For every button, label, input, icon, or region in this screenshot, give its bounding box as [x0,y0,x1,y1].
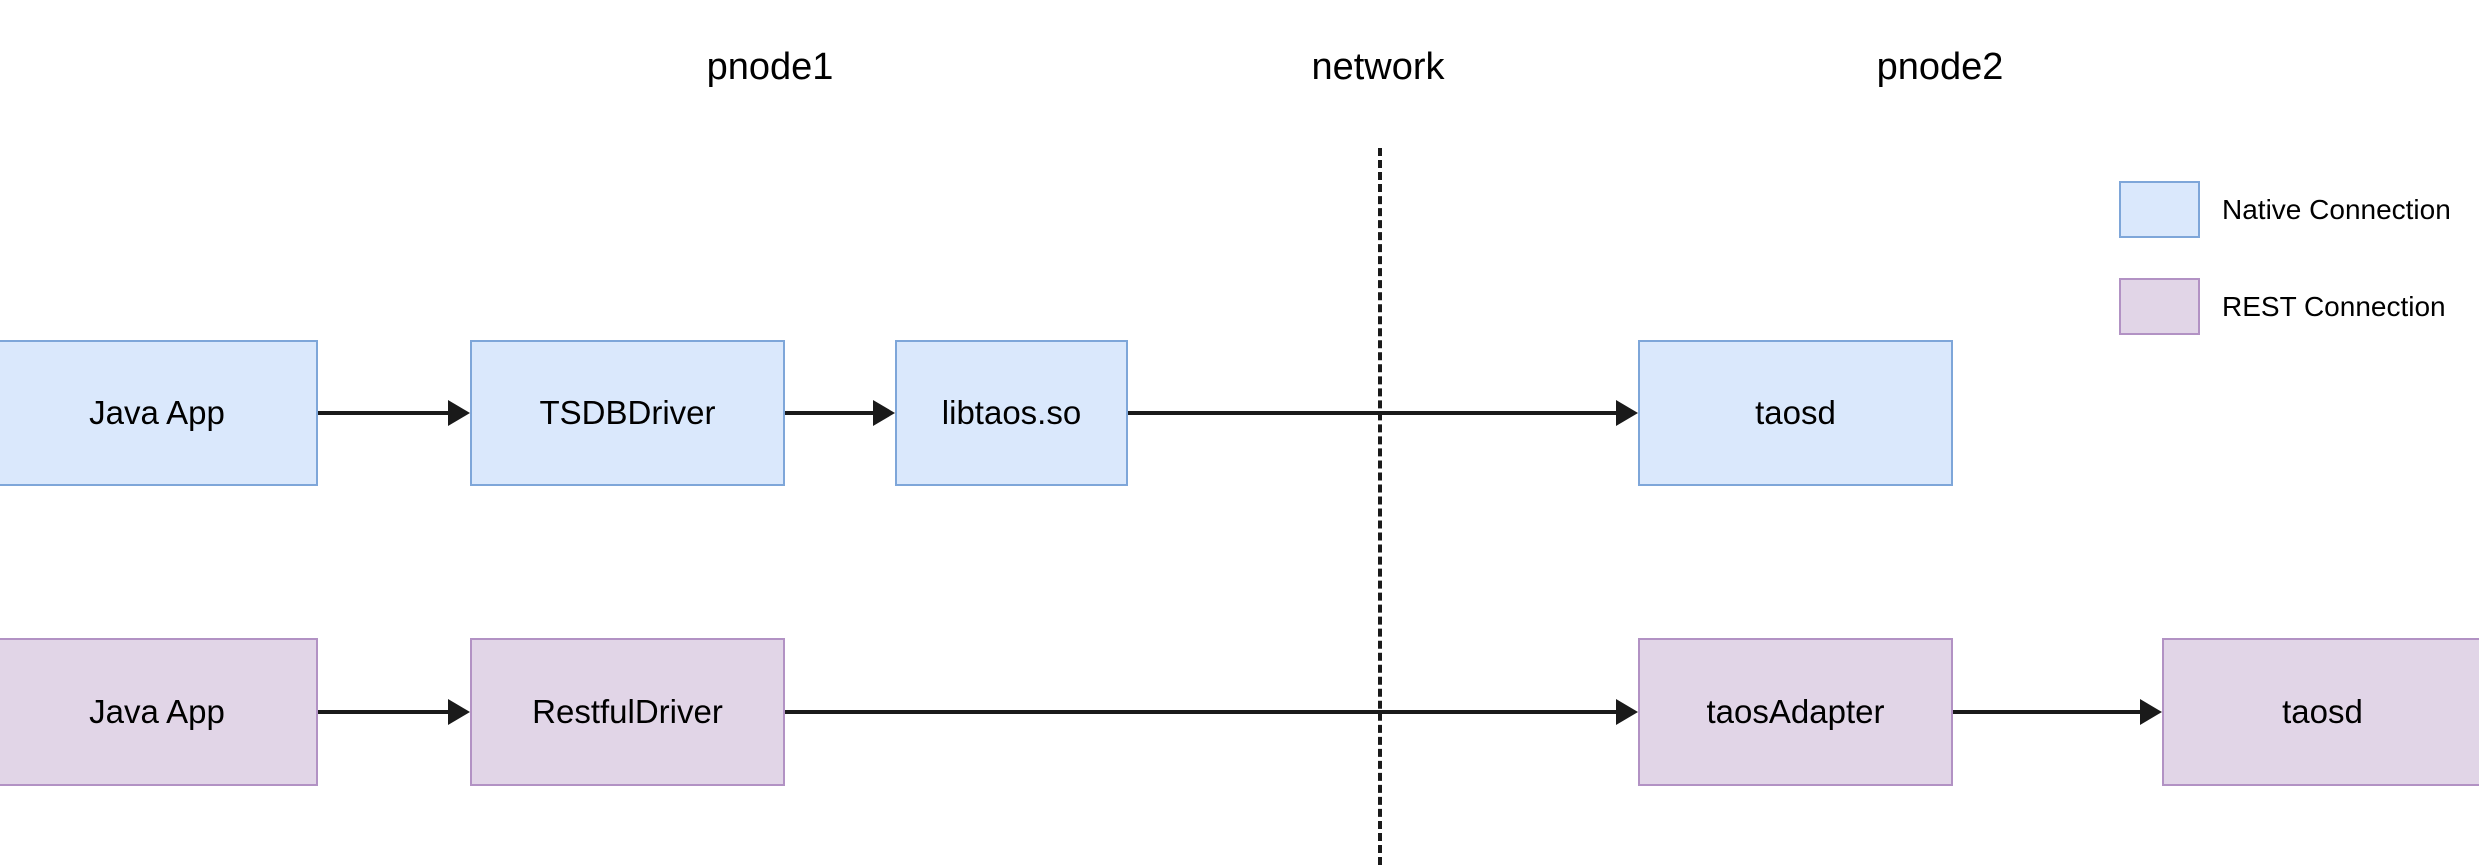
node-label-taosd-native: taosd [1755,394,1836,431]
adapter-to-taosd-arrowhead [2140,699,2162,725]
java-app-to-restful-driver-arrowhead [448,699,470,725]
legend-swatch-rest [2119,278,2200,335]
node-label-libtaos-so: libtaos.so [941,394,1082,431]
libtaos-to-taosd [1128,411,1620,415]
restful-driver-to-adapter [785,710,1620,714]
zone-label-pnode1: pnode1 [706,46,834,88]
node-label-taosd-rest: taosd [2282,693,2363,730]
legend-swatch-native [2119,181,2200,238]
node-label-taos-adapter: taosAdapter [1706,693,1885,730]
node-label-java-app-native: Java App [89,394,225,431]
node-box-java-app-native[interactable]: Java App [0,340,318,486]
node-label-java-app-rest: Java App [89,693,225,730]
zone-label-pnode2: pnode2 [1876,46,2004,88]
node-box-restful-driver[interactable]: RestfulDriver [470,638,785,786]
libtaos-to-taosd-arrowhead [1616,400,1638,426]
node-box-tsdb-driver[interactable]: TSDBDriver [470,340,785,486]
node-box-taosd-rest[interactable]: taosd [2162,638,2479,786]
node-box-libtaos-so[interactable]: libtaos.so [895,340,1128,486]
node-box-taos-adapter[interactable]: taosAdapter [1638,638,1953,786]
java-app-to-restful-driver [318,710,452,714]
java-app-to-tsdb-driver [318,411,452,415]
legend-label-native: Native Connection [2222,194,2451,225]
tsdb-driver-to-libtaos-arrowhead [873,400,895,426]
node-label-restful-driver: RestfulDriver [532,693,723,730]
java-app-to-tsdb-driver-arrowhead [448,400,470,426]
restful-driver-to-adapter-arrowhead [1616,699,1638,725]
node-box-java-app-rest[interactable]: Java App [0,638,318,786]
adapter-to-taosd [1953,710,2144,714]
network-divider [1378,148,1382,865]
tsdb-driver-to-libtaos [785,411,877,415]
zone-label-network: network [1311,46,1445,88]
node-label-tsdb-driver: TSDBDriver [539,394,716,431]
node-box-taosd-native[interactable]: taosd [1638,340,1953,486]
legend-label-rest: REST Connection [2222,291,2446,322]
